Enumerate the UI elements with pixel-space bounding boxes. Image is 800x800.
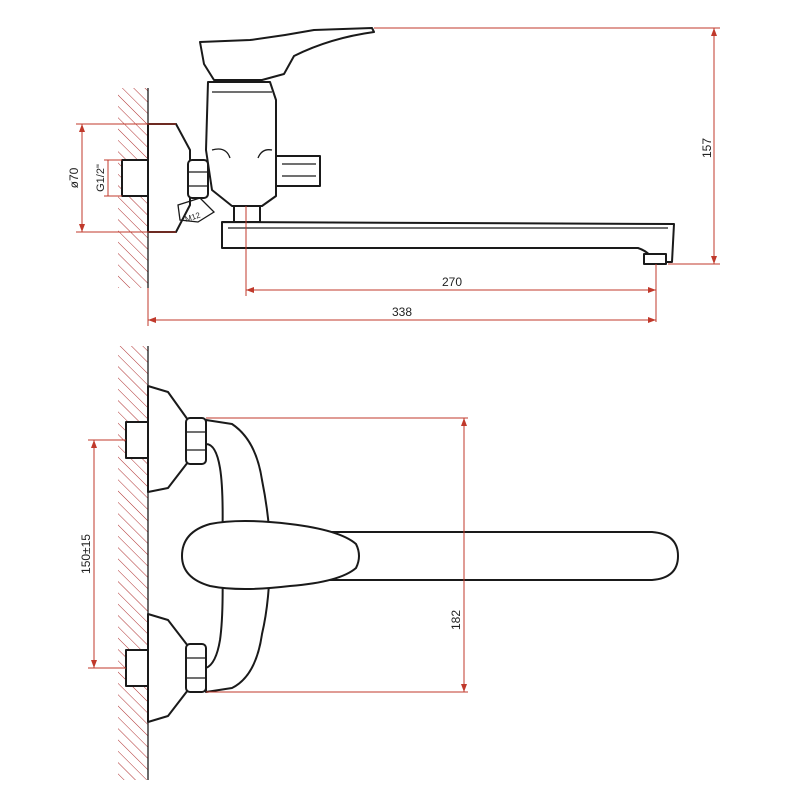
dim-thread: G1/2" [95, 164, 107, 192]
lever-handle-top [181, 520, 360, 590]
dim-overall-338: 338 [392, 305, 412, 319]
hex-nut-lower [185, 643, 207, 693]
side-view [118, 27, 675, 288]
eccentric-fitting [177, 197, 216, 223]
spout-top [329, 531, 679, 581]
hex-nut-side [187, 159, 209, 199]
dim-flange-dia: ø70 [67, 167, 81, 188]
diverter-knob-side [275, 155, 321, 187]
dimensions-side: 157 270 338 ø70 G1/2" M12 [67, 27, 720, 326]
hex-nut-upper [185, 417, 207, 465]
dim-centers: 150±15 [79, 534, 93, 574]
spout-connector [233, 205, 261, 223]
flange-upper [147, 385, 189, 493]
flange-lower [147, 613, 189, 723]
aerator-side [643, 253, 667, 265]
inlet-pipe-lower [125, 649, 149, 687]
top-view [118, 346, 679, 780]
mixer-body-side [205, 81, 277, 207]
dim-depth-182: 182 [449, 610, 463, 630]
dim-spout-270: 270 [442, 275, 462, 289]
lever-handle-side [199, 27, 375, 81]
inlet-pipe-side [121, 159, 149, 197]
inlet-pipe-upper [125, 421, 149, 459]
dim-height-157: 157 [700, 138, 714, 158]
dimensions-top: 150±15 182 [79, 417, 468, 693]
wall-hatch-top [118, 346, 148, 780]
